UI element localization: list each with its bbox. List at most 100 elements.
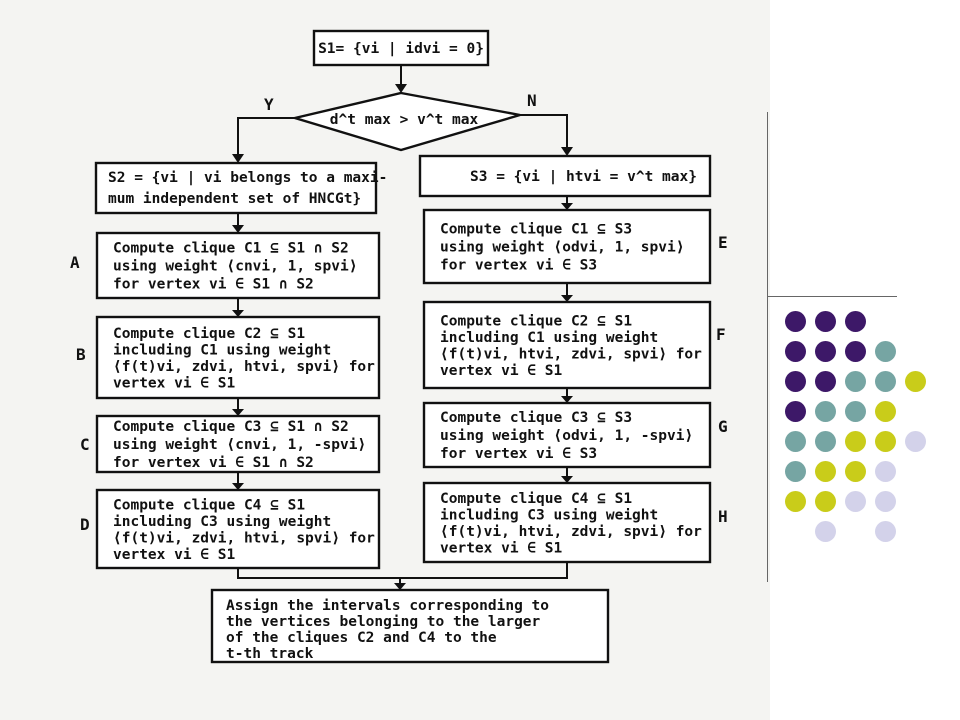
right-step-box-e: [422, 208, 712, 285]
dot: [785, 371, 806, 392]
left-step-b-line: vertex vi ∈ S1: [113, 375, 235, 391]
flowchart-diagram: S1= {vi | idvi = 0} d^t max > v^t max Y …: [70, 29, 728, 664]
dot: [845, 431, 866, 452]
dot: [845, 491, 866, 512]
left-step-box-d: [95, 488, 381, 570]
decision-text: d^t max > v^t max: [330, 112, 479, 128]
dot: [785, 461, 806, 482]
right-step-h-line: Compute clique C4 ⊆ S1: [440, 491, 632, 507]
left-step-c-line: for vertex vi ∈ S1 ∩ S2: [113, 455, 314, 471]
left-step-d-line: vertex vi ∈ S1: [113, 547, 235, 563]
dot: [845, 341, 866, 362]
right-step-f-line: vertex vi ∈ S1: [440, 363, 562, 379]
dot: [785, 311, 806, 332]
dot: [845, 311, 866, 332]
left-step-c-line: using weight ⟨cnvi, 1, -spvi⟩: [113, 437, 366, 453]
step-label-b: B: [76, 345, 86, 364]
s3-box: [418, 154, 712, 198]
decorative-dot-grid: [785, 311, 935, 551]
right-step-h-line: including C3 using weight: [440, 507, 658, 523]
dot: [815, 431, 836, 452]
final-line-2: the vertices belonging to the larger: [226, 614, 541, 630]
right-step-g-line: Compute clique C3 ⊆ S3: [440, 410, 632, 426]
dot: [785, 431, 806, 452]
slide-divider-vertical: [767, 112, 768, 582]
dot: [815, 491, 836, 512]
dot: [875, 491, 896, 512]
dot: [815, 371, 836, 392]
left-step-d-line: ⟨f(t)vi, zdvi, htvi, spvi⟩ for: [113, 530, 375, 546]
s2-box: [94, 161, 378, 215]
right-step-e-line: Compute clique C1 ⊆ S3: [440, 222, 632, 238]
dot: [845, 401, 866, 422]
left-step-a-line: for vertex vi ∈ S1 ∩ S2: [113, 277, 314, 293]
s2-line-1: S2 = {vi | vi belongs to a maxi-: [108, 170, 387, 186]
connector-d-merge: [237, 568, 400, 579]
start-box-text: S1= {vi | idvi = 0}: [318, 41, 484, 57]
final-line-3: of the cliques C2 and C4 to the: [226, 630, 497, 646]
step-label-d: D: [80, 515, 90, 534]
step-label-e: E: [718, 233, 728, 252]
dot: [785, 341, 806, 362]
connector-yes: [237, 117, 295, 158]
left-step-b-line: Compute clique C2 ⊆ S1: [113, 326, 305, 342]
left-step-d-line: Compute clique C4 ⊆ S1: [113, 497, 305, 513]
s3-box-text: S3 = {vi | htvi = v^t max}: [470, 169, 697, 185]
arrowhead-g-h: [561, 476, 573, 483]
step-label-g: G: [718, 417, 728, 436]
dot: [845, 461, 866, 482]
dot: [875, 461, 896, 482]
left-step-box-c: [95, 414, 381, 474]
arrowhead-a-b: [232, 310, 244, 317]
dot: [875, 521, 896, 542]
dot: [875, 401, 896, 422]
branch-yes-label: Y: [264, 95, 274, 114]
arrowhead-f-g: [561, 396, 573, 403]
dot: [905, 431, 926, 452]
slide-divider-horizontal: [767, 296, 897, 297]
arrowhead-final: [394, 583, 406, 590]
final-box: [210, 588, 610, 664]
right-step-box-f: [422, 300, 712, 390]
connector-no: [520, 114, 568, 151]
final-line-4: t-th track: [226, 646, 314, 662]
right-step-g-line: for vertex vi ∈ S3: [440, 446, 597, 462]
dot: [845, 371, 866, 392]
dot: [905, 371, 926, 392]
dot: [875, 341, 896, 362]
right-step-box-h: [422, 481, 712, 564]
right-step-g-line: using weight ⟨odvi, 1, -spvi⟩: [440, 428, 693, 444]
right-step-h-line: ⟨f(t)vi, htvi, zdvi, spvi⟩ for: [440, 524, 702, 540]
branch-no-label: N: [527, 91, 537, 110]
step-label-a: A: [70, 253, 80, 272]
left-step-d-line: including C3 using weight: [113, 514, 331, 530]
arrowhead-e-f: [561, 295, 573, 302]
dot: [815, 521, 836, 542]
step-label-f: F: [716, 325, 726, 344]
right-step-f-line: ⟨f(t)vi, htvi, zdvi, spvi⟩ for: [440, 346, 702, 362]
left-step-a-line: using weight ⟨cnvi, 1, spvi⟩: [113, 259, 357, 275]
arrowhead-c-d: [232, 483, 244, 490]
dot: [785, 401, 806, 422]
right-step-box-g: [422, 401, 712, 469]
dot: [815, 311, 836, 332]
dot: [785, 491, 806, 512]
left-step-box-b: [95, 315, 381, 400]
right-step-e-line: for vertex vi ∈ S3: [440, 258, 597, 274]
dot: [875, 431, 896, 452]
step-label-c: C: [80, 435, 90, 454]
dot: [815, 341, 836, 362]
arrowhead-yes: [232, 154, 244, 163]
arrowhead-s3-e: [561, 203, 573, 210]
right-step-h-line: vertex vi ∈ S1: [440, 540, 562, 556]
left-step-b-line: ⟨f(t)vi, zdvi, htvi, spvi⟩ for: [113, 359, 375, 375]
left-step-b-line: including C1 using weight: [113, 342, 331, 358]
s2-line-2: mum independent set of HNCGt}: [108, 191, 361, 207]
dot: [875, 371, 896, 392]
right-step-e-line: using weight ⟨odvi, 1, spvi⟩: [440, 240, 684, 256]
decision-diamond: [290, 91, 521, 152]
left-step-c-line: Compute clique C3 ⊆ S1 ∩ S2: [113, 419, 349, 435]
arrowhead-s2-a: [232, 225, 244, 233]
arrowhead-no: [561, 147, 573, 156]
